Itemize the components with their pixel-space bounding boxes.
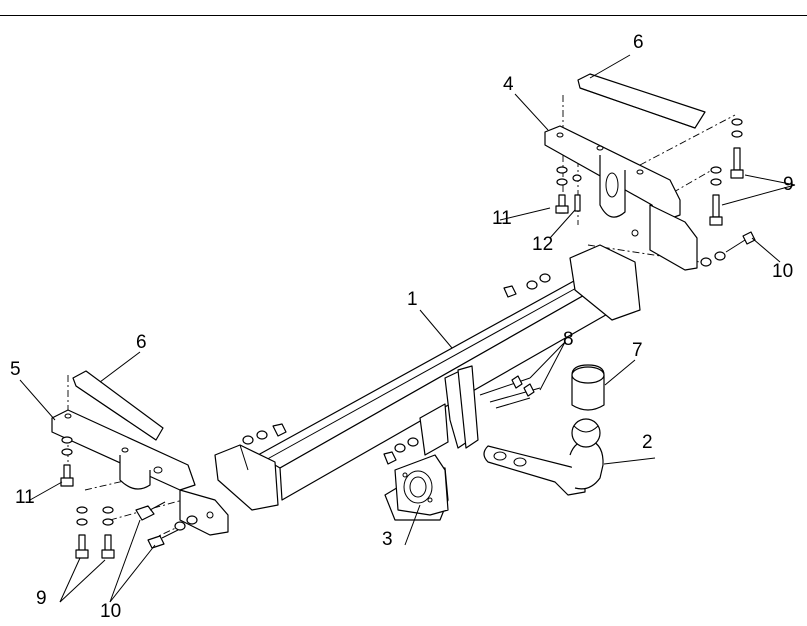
callout-tow-bar: 2 [642,432,653,453]
callout-left-spacer: 6 [136,332,147,353]
ball-cover [571,364,605,411]
leader-lines [19,54,796,603]
callout-right-bolt-11: 11 [492,208,512,229]
tow-bar [483,418,604,496]
callout-main-bar: 1 [407,289,418,310]
callout-right-bolt-10: 10 [772,261,793,282]
left-spacer-strip [72,370,164,441]
callouts: 1 2 3 4 5 6 6 7 8 9 9 10 10 11 11 12 [10,32,794,622]
header-rule [0,15,807,16]
fasteners [60,118,756,559]
callout-right-bolt-9: 9 [783,174,794,195]
callout-bolt-12: 12 [532,234,553,255]
callout-right-spacer: 6 [633,32,644,53]
callout-ball-cover: 7 [632,340,643,361]
callout-left-bolt-9: 9 [36,588,47,609]
callout-left-bolt-11: 11 [15,487,35,508]
callout-right-bracket: 4 [503,74,514,95]
callout-bolt-set-8: 8 [563,329,574,350]
callout-left-bolt-10: 10 [100,601,121,622]
socket-plate [394,454,449,516]
right-spacer-strip [577,73,706,129]
callout-left-bracket: 5 [10,359,21,380]
right-bracket [544,125,698,271]
left-bracket [51,409,229,536]
callout-socket-plate: 3 [382,529,393,550]
